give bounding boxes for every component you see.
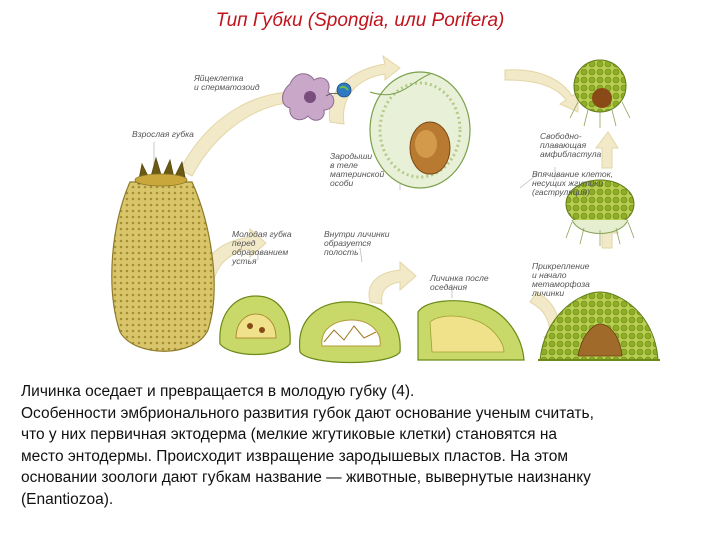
attaching-larva-illustration <box>538 291 660 361</box>
label-embryos: Зародыши в теле материнской особи <box>330 151 385 188</box>
embryo-in-mother-illustration <box>369 71 471 189</box>
young-sponge-illustration <box>219 295 291 356</box>
settled-larva-illustration <box>417 300 525 361</box>
cavity-larva-illustration <box>299 301 401 364</box>
slide-caption: Личинка оседает и превращается в молодую… <box>21 383 594 508</box>
label-free-larva: Свободно- плавающая амфибластула <box>540 131 602 159</box>
label-young-sponge: Молодая губка перед образованием устья <box>232 229 292 266</box>
gametes-illustration <box>282 73 352 121</box>
label-after-settling: Личинка после оседания <box>430 273 489 292</box>
label-adult-sponge: Взрослая губка <box>132 129 194 139</box>
adult-sponge-illustration <box>111 156 215 352</box>
diagram-graphics <box>111 54 660 364</box>
slide-title: Тип Губки (Spongia, или Porifera) <box>215 10 505 31</box>
label-cavity: Внутри личинки образуется полость <box>324 229 390 257</box>
label-invagination: Впячивание клеток, несущих жгутики (гаст… <box>532 169 614 197</box>
sponge-development-diagram: Яйцеклетка и сперматозоид Взрослая губка… <box>100 52 660 370</box>
label-attachment: Прикрепление и начало метаморфоза личинк… <box>532 261 590 298</box>
gastrulating-larva-illustration <box>565 179 635 246</box>
label-gametes: Яйцеклетка и сперматозоид <box>194 73 260 92</box>
free-larva-illustration <box>569 59 631 128</box>
